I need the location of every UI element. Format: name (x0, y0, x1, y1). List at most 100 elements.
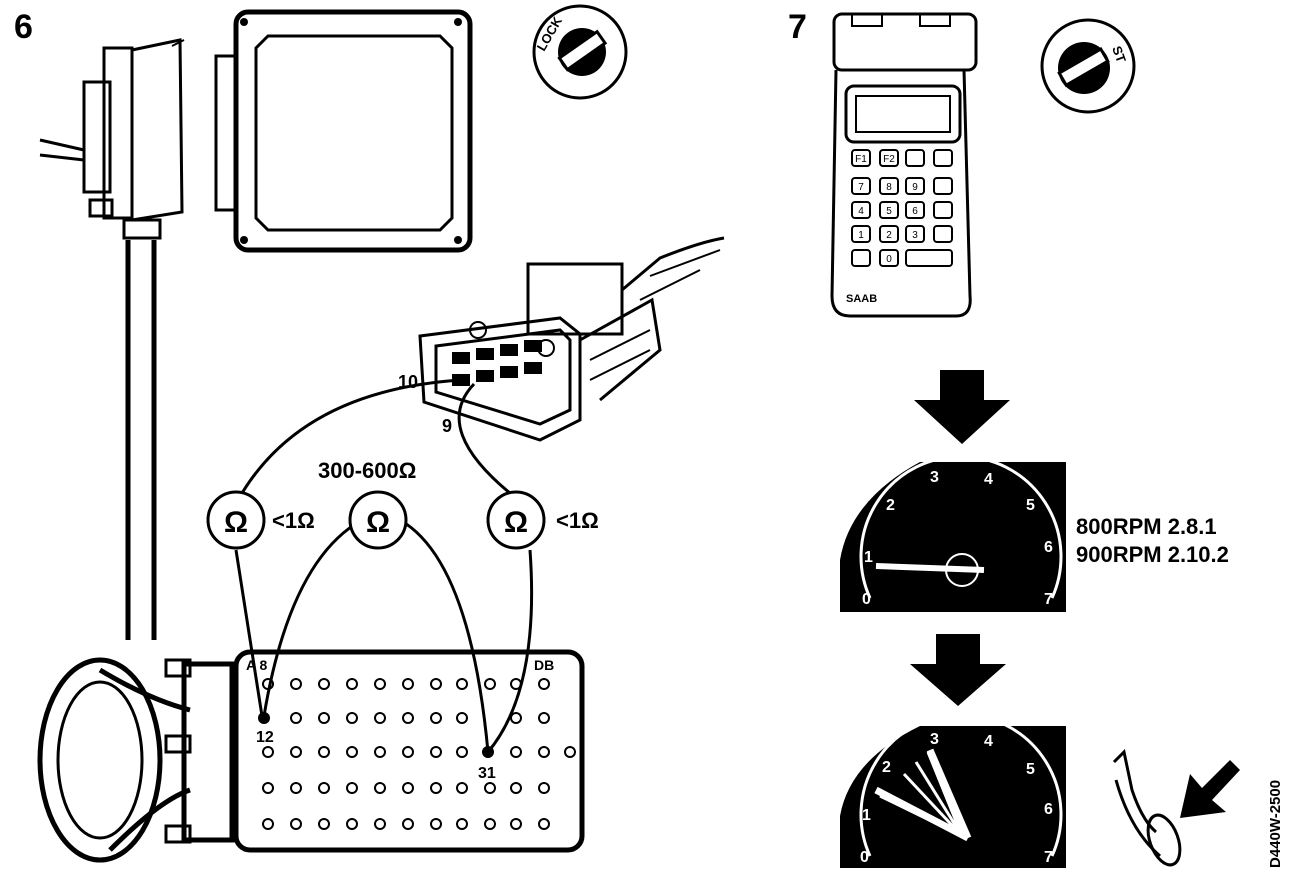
pin-hole (538, 746, 550, 758)
pin-hole (538, 818, 550, 830)
pin-hole (402, 712, 414, 724)
tester-key (905, 225, 925, 243)
pin-hole (262, 678, 274, 690)
pin-hole (402, 746, 414, 758)
pin-hole (290, 712, 302, 724)
pin-hole (346, 678, 358, 690)
start-label: ST (1109, 44, 1129, 65)
tick-label: 2 (886, 497, 895, 514)
reading-left: <1Ω (272, 508, 315, 533)
tick-label: 5 (1026, 761, 1035, 778)
tachometer-idle: 0 1 2 3 4 5 6 7 (840, 455, 1066, 612)
pin-hole (430, 746, 442, 758)
pin-hole (290, 678, 302, 690)
tick-label: 3 (930, 469, 939, 486)
tester-key (851, 249, 871, 267)
ohmmeter-middle: Ω (348, 490, 408, 550)
step-7-number: 7 (788, 8, 807, 46)
pin-9-label: 9 (442, 416, 452, 436)
tick-label: 4 (984, 471, 993, 488)
reading-right: <1Ω (556, 508, 599, 533)
tester-key (851, 177, 871, 195)
tick-label: 1 (864, 549, 873, 566)
step-6-number: 6 (14, 8, 33, 46)
pin-hole (262, 782, 274, 794)
pin-hole (290, 746, 302, 758)
pin-hole (346, 746, 358, 758)
tester-key-label: 5 (886, 206, 892, 217)
pin-hole (538, 712, 550, 724)
tick-label: 7 (1044, 591, 1053, 608)
ohmmeter-left: Ω (206, 490, 266, 550)
ignition-lock-icon: LOCK (532, 4, 628, 100)
tester-key (905, 201, 925, 219)
tester-brand: SAAB (846, 293, 877, 305)
pin-hole (510, 678, 522, 690)
pin-hole (402, 818, 414, 830)
tachometer-sweep: 0 1 2 3 4 5 6 7 (840, 713, 1066, 868)
ohm-symbol-right: Ω (504, 506, 528, 539)
pin-hole (290, 818, 302, 830)
pin-12-label: 12 (256, 729, 274, 746)
pin-hole (374, 712, 386, 724)
pin-hole (318, 782, 330, 794)
tick-label: 3 (930, 731, 939, 748)
tick-label: 6 (1044, 539, 1053, 556)
breakout-box (164, 649, 585, 853)
tick-label: 5 (1026, 497, 1035, 514)
tester-key (905, 149, 925, 167)
pin-hole (430, 818, 442, 830)
tester-key (879, 201, 899, 219)
arrow-diagonal-icon (1180, 760, 1240, 818)
arrow-down-icon (910, 634, 1006, 706)
pin-hole (262, 746, 274, 758)
tester-key-label: 8 (886, 182, 892, 193)
tester-key-label: 6 (912, 206, 918, 217)
harness-connector (37, 38, 191, 863)
pin-hole (456, 746, 468, 758)
pin-hole (538, 782, 550, 794)
tick-label: 2 (882, 759, 891, 776)
pin-hole (402, 678, 414, 690)
ecu-box (214, 9, 473, 253)
tester-key (851, 225, 871, 243)
tester-key-label: 4 (858, 206, 864, 217)
pin-hole (456, 712, 468, 724)
pin-hole (510, 712, 522, 724)
tachometer-idle-ticks: 0 1 2 3 4 5 6 7 (862, 469, 1053, 608)
tester-key (933, 225, 953, 243)
tester-key (933, 149, 953, 167)
pin-hole (318, 712, 330, 724)
pin-hole (538, 678, 550, 690)
ignition-start-icon: ST (1040, 18, 1136, 114)
pin-hole (374, 678, 386, 690)
rpm-spec-line1: 800RPM 2.8.1 (1076, 514, 1217, 539)
pin-hole (346, 712, 358, 724)
tester-key-label: F1 (855, 154, 867, 165)
tick-label: 4 (984, 733, 993, 750)
tester-key (933, 177, 953, 195)
tester-key (851, 149, 871, 167)
throttle-lever-icon (1112, 748, 1182, 867)
tick-label: 6 (1044, 801, 1053, 818)
pin-hole (430, 712, 442, 724)
pin-hole (430, 782, 442, 794)
tester-key (879, 149, 899, 167)
ohm-symbol-middle: Ω (366, 506, 390, 539)
tester-key (905, 177, 925, 195)
breakout-pin-holes (262, 678, 576, 830)
tester-key (879, 249, 899, 267)
pin-hole (318, 746, 330, 758)
tester-key-label: 1 (858, 230, 864, 241)
arrow-down-icon (914, 370, 1010, 444)
ohmmeter-right: Ω (486, 490, 546, 550)
pin-hole (430, 678, 442, 690)
tester-key-label: 3 (912, 230, 918, 241)
tester-key-label: 9 (912, 182, 918, 193)
pin-hole (318, 678, 330, 690)
pin-hole (402, 782, 414, 794)
pin-31-label: 31 (478, 765, 496, 782)
pin-hole (346, 818, 358, 830)
